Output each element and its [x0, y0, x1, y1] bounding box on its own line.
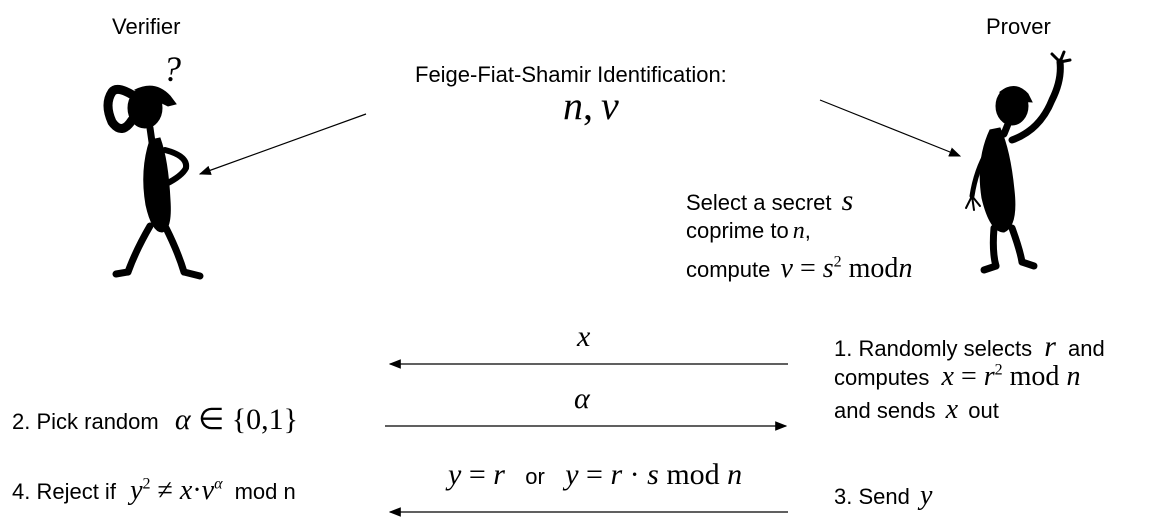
resp-dot: · [622, 458, 648, 491]
prover-figure [965, 50, 1072, 274]
setup-text-3: compute [686, 257, 771, 282]
resp-eq2: = [578, 458, 611, 491]
step1-eq-n: n [1066, 361, 1081, 392]
step1-out: out [968, 398, 999, 423]
step2-alpha: α [174, 403, 191, 436]
resp-mod: mod [658, 458, 728, 491]
step1-eq-exp: 2 [994, 361, 1003, 379]
step4-y-exp: 2 [142, 475, 151, 493]
resp-eq1: = [461, 458, 494, 491]
eq-equals: = [792, 253, 823, 284]
step3-y: y [919, 480, 933, 511]
setup-line-1: Select a secret s [686, 184, 853, 218]
step4-v-exp: α [214, 475, 223, 493]
step2-set: ∈ {0,1} [190, 403, 299, 436]
resp-y1: y [448, 458, 462, 491]
step4-text: 4. Reject if [12, 479, 116, 504]
public-parameters: n,v [563, 82, 619, 129]
step4-expr: y2 ≠ x·vα [130, 474, 223, 506]
step3: 3. Send y [834, 480, 932, 512]
arrow-to-verifier [198, 113, 367, 175]
param-n: n [563, 83, 583, 128]
setup-text-2: coprime to [686, 218, 789, 243]
step1-and: and [1068, 336, 1105, 361]
step4-dot: · [192, 475, 202, 506]
setup-equation: v = s2 modn [780, 252, 913, 284]
setup-line-3: compute v = s2 modn [686, 252, 912, 285]
eq-n: n [898, 253, 913, 284]
diagram-title: Feige-Fiat-Shamir Identification: [415, 62, 727, 87]
step4-v: v [201, 475, 215, 506]
resp-or: or [525, 464, 545, 489]
step4-x: x [179, 475, 193, 506]
resp-s: s [647, 458, 659, 491]
param-sep: , [583, 83, 593, 128]
response-label: y = r or y = r · s mod n [448, 458, 742, 492]
step1-text-1: 1. Randomly selects [834, 336, 1033, 361]
arrow-to-prover [819, 99, 962, 157]
step1-eq-equals: = [953, 361, 984, 392]
step1-text-2: computes [834, 365, 930, 390]
arrow2-label: α [574, 382, 590, 415]
step2-expr: α ∈ {0,1} [175, 403, 298, 436]
prover-label: Prover [986, 14, 1051, 39]
arrow1-label: x [577, 320, 591, 353]
step1-r: r [1044, 330, 1056, 363]
param-v: v [601, 83, 619, 128]
step1-line-2: computes x = r2 mod n [834, 360, 1080, 393]
resp-r2: r [610, 458, 623, 491]
step1-line-1: 1. Randomly selects r and [834, 330, 1105, 364]
step3-text: 3. Send [834, 484, 910, 509]
eq-mod: mod [841, 253, 899, 284]
step4: 4. Reject if y2 ≠ x·vα mod n [12, 474, 296, 507]
setup-text-1: Select a secret [686, 190, 832, 215]
eq-v: v [780, 253, 793, 284]
step2-text: 2. Pick random [12, 409, 159, 434]
setup-n: n [792, 218, 805, 244]
step1-text-3: and sends [834, 398, 936, 423]
eq-s: s [822, 253, 834, 284]
question-mark: ? [163, 49, 181, 89]
step4-tail: mod n [234, 479, 296, 504]
resp-r1: r [493, 458, 505, 491]
step4-y: y [130, 475, 143, 506]
resp-y2: y [565, 458, 579, 491]
step2: 2. Pick random α ∈ {0,1} [12, 402, 298, 437]
step1-equation: x = r2 mod n [941, 360, 1081, 392]
step4-ne: ≠ [150, 475, 180, 506]
verifier-label: Verifier [112, 14, 181, 39]
step1-x: x [945, 394, 959, 425]
verifier-figure [103, 84, 204, 280]
step1-eq-mod: mod [1002, 361, 1067, 392]
resp-n: n [727, 458, 743, 491]
step1-line-3: and sends x out [834, 394, 999, 426]
eq-exp: 2 [833, 253, 842, 271]
secret-s: s [841, 184, 854, 217]
setup-comma: , [804, 218, 811, 243]
step1-eq-x: x [941, 361, 954, 392]
step1-eq-r: r [983, 361, 995, 392]
